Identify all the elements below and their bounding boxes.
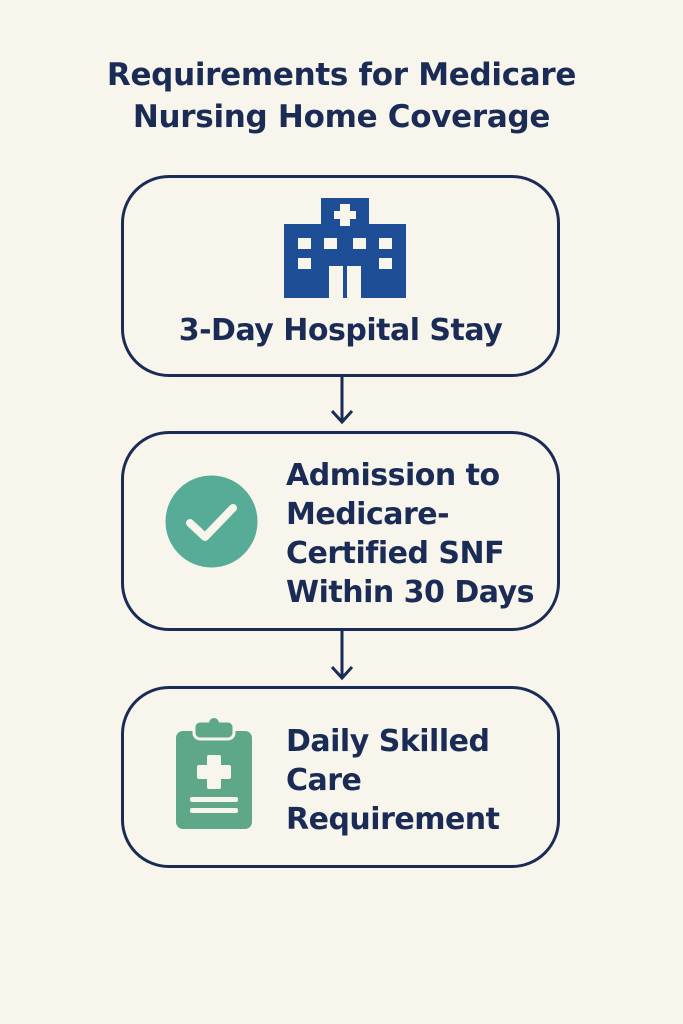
step-2-label: Admission to Medicare- Certified SNF Wit… (286, 456, 556, 612)
step-box-hospital-stay: 3-Day Hospital Stay (121, 175, 560, 377)
step-2-label-line: Admission to (286, 458, 500, 493)
title-line-1: Requirements for Medicare (106, 57, 577, 93)
step-2-label-line: Certified SNF (286, 536, 505, 571)
step-2-label-line: Medicare- (286, 497, 450, 532)
medical-clipboard-icon (176, 718, 252, 829)
step-3-label-line: Daily Skilled (286, 724, 490, 759)
step-3-label: Daily Skilled Care Requirement (286, 722, 556, 839)
arrow-down-icon (330, 631, 354, 681)
step-box-snf-admission: Admission to Medicare- Certified SNF Wit… (121, 431, 560, 631)
checkmark-circle-icon (165, 475, 258, 568)
step-2-label-line: Within 30 Days (286, 575, 535, 610)
hospital-icon (284, 198, 406, 298)
step-3-label-line: Care (286, 763, 362, 798)
title-line-2: Nursing Home Coverage (132, 99, 551, 135)
step-box-daily-skilled-care: Daily Skilled Care Requirement (121, 686, 560, 868)
arrow-down-icon (330, 377, 354, 425)
step-3-label-line: Requirement (286, 802, 500, 837)
diagram-title: Requirements for Medicare Nursing Home C… (0, 54, 683, 138)
step-1-label: 3-Day Hospital Stay (178, 313, 503, 348)
